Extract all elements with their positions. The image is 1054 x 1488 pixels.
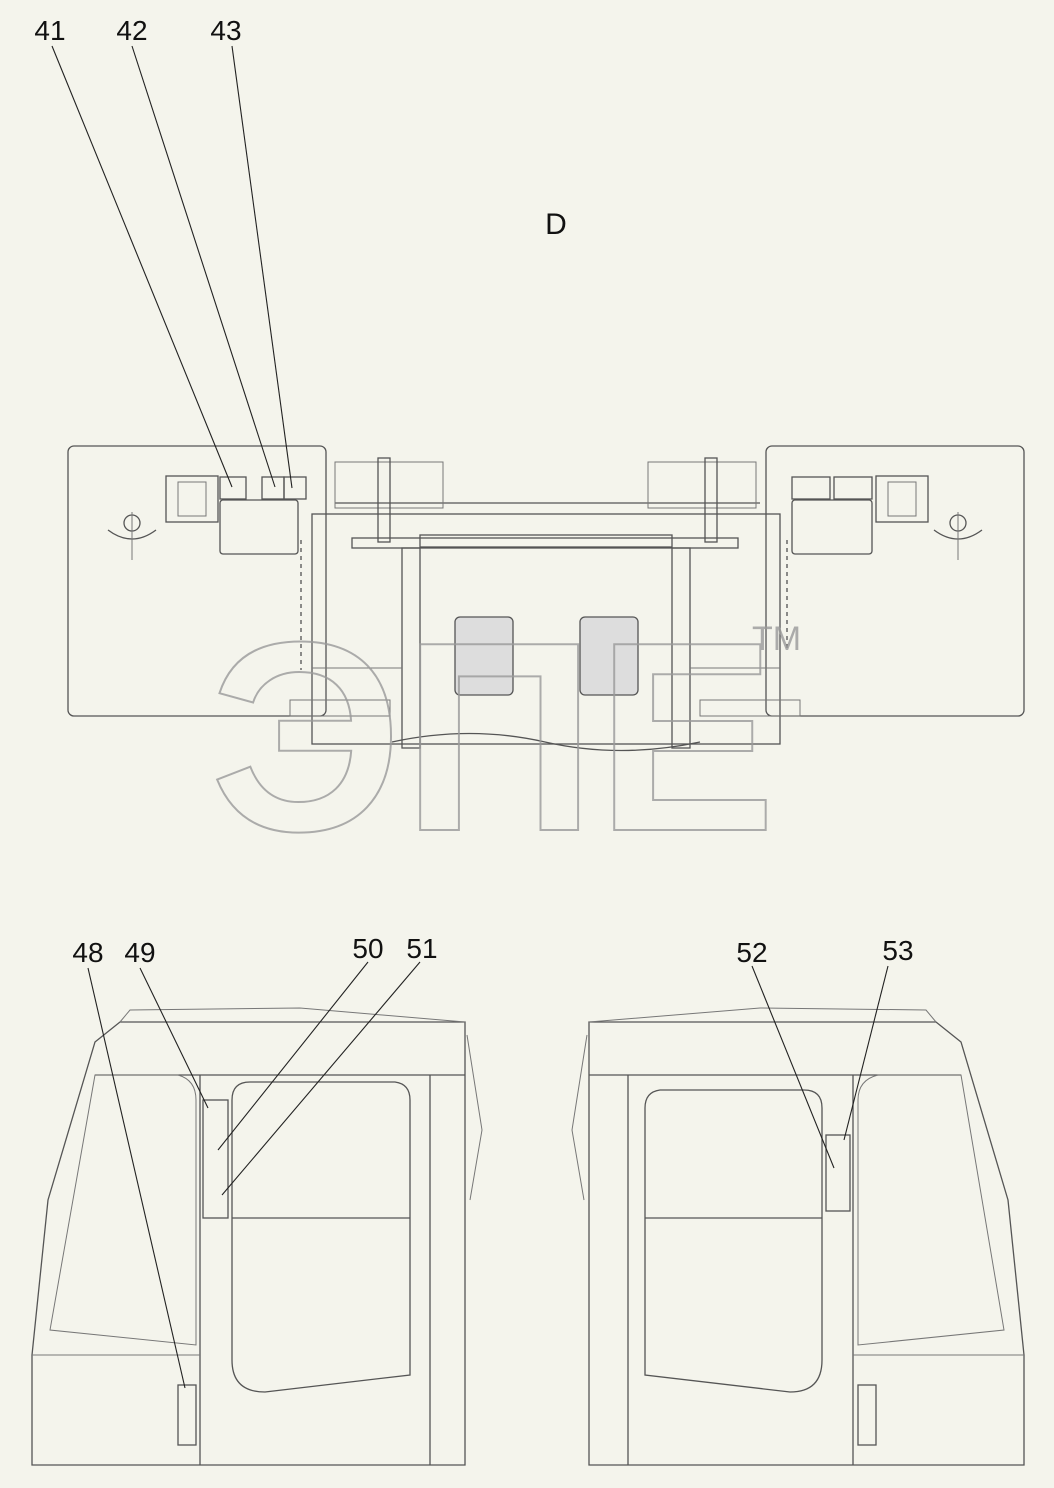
callout-49: 49 — [124, 937, 155, 968]
decal-strip-52-53 — [825, 1134, 851, 1212]
right-pedal — [579, 616, 639, 696]
right-decal-group — [791, 476, 873, 555]
decal-43 — [283, 476, 307, 500]
callout-50: 50 — [352, 933, 383, 964]
callout-53: 53 — [882, 935, 913, 966]
left-pedal — [454, 616, 514, 696]
callout-43: 43 — [210, 15, 241, 46]
center-frame — [289, 457, 801, 752]
left-wing-panel — [67, 445, 327, 717]
right-wing-panel — [765, 445, 1025, 717]
callout-52: 52 — [736, 937, 767, 968]
top-view-d: D 41 42 43 — [34, 15, 1025, 752]
cab-left-side-view: 48 49 50 51 — [31, 933, 483, 1466]
callout-48: 48 — [72, 937, 103, 968]
left-decal-group — [219, 476, 307, 555]
callout-41: 41 — [34, 15, 65, 46]
decal-strip-49-51 — [202, 1099, 229, 1219]
callout-51: 51 — [406, 933, 437, 964]
decal-41 — [219, 476, 247, 500]
callout-42: 42 — [116, 15, 147, 46]
decal-right-lower — [857, 1384, 877, 1446]
decal-48 — [177, 1384, 197, 1446]
watermark-tm: TM — [752, 620, 801, 658]
left-lever-assembly — [107, 475, 219, 560]
right-lever-assembly — [875, 475, 983, 560]
watermark: ЭПЕ TM — [209, 586, 801, 889]
right-cab-door-window — [644, 1089, 823, 1393]
watermark-logo: ЭПЕ — [210, 587, 776, 888]
left-cab-door-window — [231, 1081, 411, 1393]
cab-right-side-view: 52 53 — [571, 935, 1025, 1466]
view-label: D — [545, 208, 567, 241]
